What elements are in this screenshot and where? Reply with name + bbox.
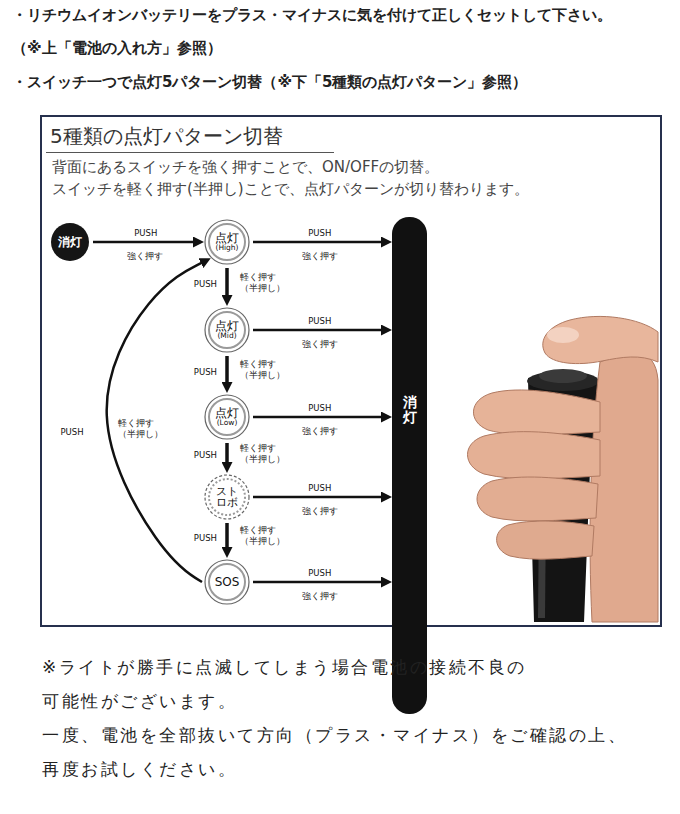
bar-text-holder: 消灯	[392, 217, 427, 426]
mode-arrow	[253, 329, 387, 332]
thumb	[543, 316, 658, 363]
mode-label: 点灯	[215, 407, 239, 420]
circle-text-holder: 消灯	[50, 222, 90, 262]
thumbnail	[547, 327, 579, 343]
note-line: 可能性がございます。	[42, 690, 237, 713]
off-bar: 消灯	[392, 217, 427, 714]
mode-arrow	[253, 496, 387, 499]
palm	[590, 353, 658, 622]
mode-arrow	[253, 241, 387, 244]
mode-level: (Mid)	[217, 332, 236, 340]
note-line: 再度お試しください。	[42, 758, 237, 781]
mode-level: (High)	[215, 244, 238, 252]
flashlight-switch	[539, 369, 587, 383]
mode-label: 消灯	[58, 236, 82, 249]
off-circle-fill	[51, 223, 89, 261]
note-line: 一度、電池を全部抜いて方向（プラス・マイナス）をご確認の上、	[42, 724, 627, 747]
circle-text-holder: 点灯(High)	[204, 219, 250, 265]
mode-label: 点灯	[215, 320, 239, 333]
inner-ring	[209, 564, 245, 600]
press-hint: 強く押す	[302, 425, 338, 438]
instruction-line: （※上「電池の入れ方」参照）	[12, 39, 222, 58]
circle-text-holder: SOS	[204, 559, 250, 605]
inner-ring	[209, 479, 245, 515]
mode-arrow	[253, 416, 387, 419]
outer-ring	[205, 475, 249, 519]
mode-arrow	[225, 443, 229, 468]
half-press-hint: 軽く押す （半押し）	[240, 525, 287, 548]
edge-label: PUSH	[133, 228, 158, 238]
title-underline	[46, 152, 334, 153]
panel-description: スイッチを軽く押す(半押し)ことで、点灯パターンが切り替わります。	[52, 180, 529, 199]
circle-text-holder: 点灯(Low)	[204, 394, 250, 440]
pattern-panel: 5種類の点灯パターン切替背面にあるスイッチを強く押すことで、ON/OFFの切替。…	[40, 115, 662, 627]
half-press-hint: 軽く押す （半押し）	[240, 272, 287, 295]
mode-arrow	[253, 581, 387, 584]
note-line: ※ライトが勝手に点滅してしまう場合電池の接続不良の	[42, 656, 527, 679]
mode-level: (Low)	[217, 419, 238, 427]
outer-ring	[205, 560, 249, 604]
half-press-hint: 軽く押す （半押し）	[240, 443, 287, 466]
mode-label: 点灯	[215, 232, 239, 245]
mode-arrow	[93, 241, 199, 244]
edge-label: PUSH	[193, 279, 218, 289]
instruction-line: ・スイッチ一つで点灯5パターン切替（※下「5種類の点灯パターン」参照）	[12, 73, 527, 92]
mode-circle: 点灯(Low)	[204, 394, 250, 440]
edge-label: PUSH	[193, 533, 218, 543]
edge-label: PUSH	[307, 568, 332, 578]
instruction-line: ・リチウムイオンバッテリーをプラス・マイナスに気を付けて正しくセットして下さい。	[12, 6, 612, 25]
mode-circle: 点灯(High)	[204, 219, 250, 265]
mode-label: ストロボ	[216, 486, 238, 508]
inner-ring	[209, 312, 245, 348]
half-press-hint: 軽く押す （半押し）	[240, 359, 287, 382]
mode-arrow	[225, 356, 229, 388]
outer-ring	[205, 308, 249, 352]
inner-ring	[209, 224, 245, 260]
off-state-circle: 消灯	[50, 222, 90, 262]
press-hint: 強く押す	[127, 250, 163, 263]
edge-label: PUSH	[193, 450, 218, 460]
press-hint: 強く押す	[302, 590, 338, 603]
edge-label: PUSH	[307, 483, 332, 493]
edge-label: PUSH	[193, 367, 218, 377]
mode-arrow	[225, 523, 229, 553]
edge-label: PUSH	[307, 403, 332, 413]
press-hint: 強く押す	[302, 250, 338, 263]
off-bar-label: 消灯	[403, 395, 417, 426]
edge-label: PUSH	[307, 316, 332, 326]
loop-arrow	[107, 261, 206, 582]
press-hint: 強く押す	[302, 505, 338, 518]
finger	[468, 432, 601, 479]
finger	[473, 390, 600, 435]
finger	[497, 521, 594, 559]
strobe-circle: ストロボ	[204, 474, 250, 520]
circle-text-holder: ストロボ	[204, 474, 250, 520]
mode-circle: SOS	[204, 559, 250, 605]
panel-title: 5種類の点灯パターン切替	[50, 123, 283, 150]
panel-description: 背面にあるスイッチを強く押すことで、ON/OFFの切替。	[52, 158, 439, 177]
half-press-hint: 軽く押す （半押し）	[118, 418, 165, 441]
outer-ring	[205, 220, 249, 264]
mode-label: SOS	[215, 576, 240, 589]
edge-label: PUSH	[59, 427, 84, 437]
mode-arrow	[225, 268, 229, 301]
circle-text-holder: 点灯(Mid)	[204, 307, 250, 353]
edge-label: PUSH	[307, 228, 332, 238]
outer-ring	[205, 395, 249, 439]
inner-ring	[209, 399, 245, 435]
finger	[477, 477, 598, 521]
press-hint: 強く押す	[302, 338, 338, 351]
mode-circle: 点灯(Mid)	[204, 307, 250, 353]
